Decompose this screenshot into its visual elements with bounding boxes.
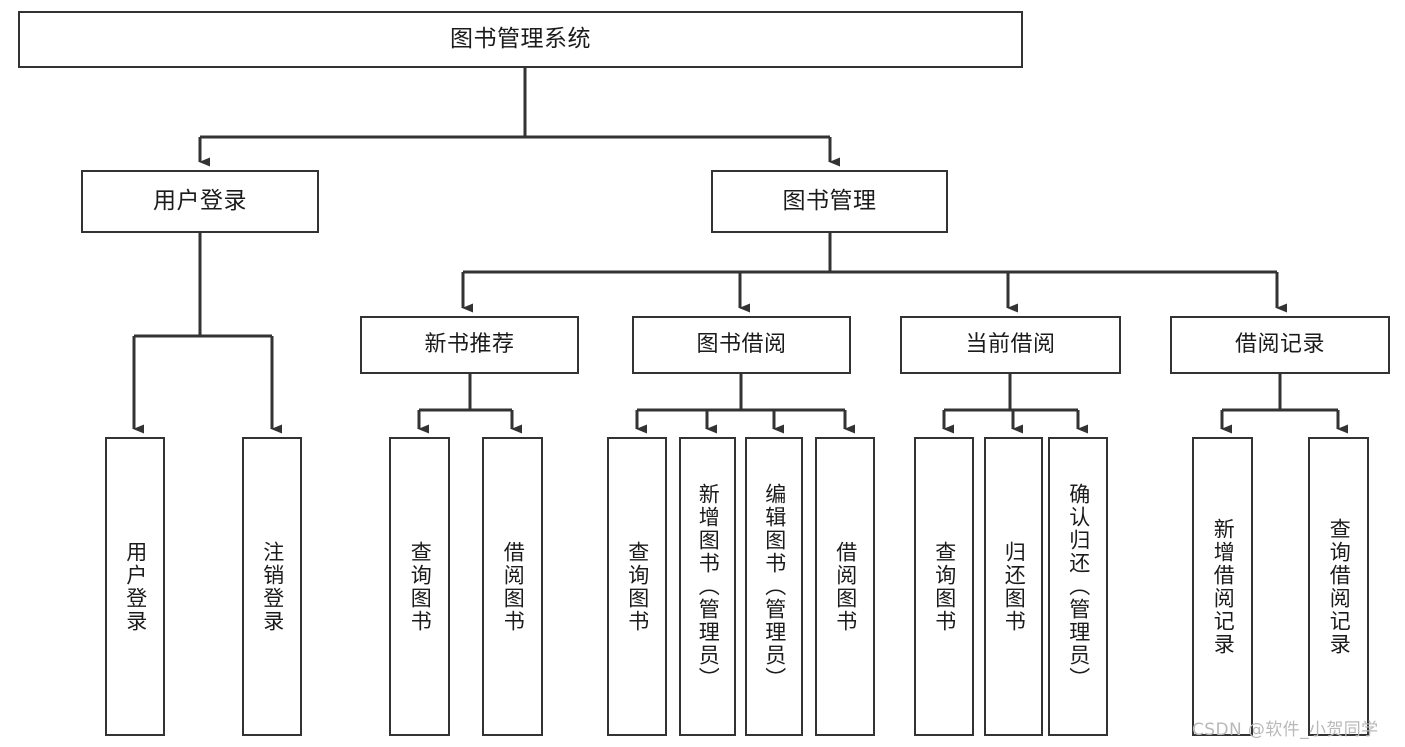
node-label: 查询图书: [932, 540, 957, 633]
node-label: 借阅记录: [1234, 331, 1325, 357]
node-leaf-edit-book-admin[interactable]: 编辑图书（管理员）: [745, 437, 803, 736]
csdn-watermark: CSDN @软件_小贺同学: [1192, 720, 1379, 740]
node-label: 当前借阅: [965, 331, 1056, 357]
node-book-management[interactable]: 图书管理: [711, 170, 948, 233]
node-leaf-add-book-admin[interactable]: 新增图书（管理员）: [679, 437, 736, 736]
node-leaf-return-book[interactable]: 归还图书: [984, 437, 1043, 736]
node-label: 新书推荐: [424, 331, 515, 357]
node-new-book-recommend[interactable]: 新书推荐: [360, 316, 579, 374]
node-leaf-query-book-current[interactable]: 查询图书: [914, 437, 974, 736]
node-borrow-record[interactable]: 借阅记录: [1170, 316, 1390, 374]
node-label: 新增图书（管理员）: [696, 483, 721, 690]
node-label: 注销登录: [260, 540, 285, 633]
node-leaf-user-login[interactable]: 用户登录: [105, 437, 165, 736]
node-label: 图书管理: [782, 187, 877, 214]
node-label: 用户登录: [123, 540, 148, 633]
node-leaf-confirm-return-admin[interactable]: 确认归还（管理员）: [1048, 437, 1108, 736]
node-leaf-add-borrow-record[interactable]: 新增借阅记录: [1192, 437, 1253, 736]
node-label: 新增借阅记录: [1211, 517, 1236, 656]
node-label: 图书借阅: [696, 331, 787, 357]
node-label: 用户登录: [153, 187, 247, 214]
node-current-borrow[interactable]: 当前借阅: [900, 316, 1121, 374]
node-label: 查询借阅记录: [1327, 517, 1352, 656]
node-root-system[interactable]: 图书管理系统: [18, 11, 1023, 68]
node-label: 借阅图书: [501, 540, 526, 633]
node-leaf-query-book-recommend[interactable]: 查询图书: [389, 437, 450, 736]
node-label: 借阅图书: [833, 540, 858, 633]
node-book-borrow[interactable]: 图书借阅: [632, 316, 851, 374]
node-label: 图书管理系统: [450, 25, 591, 52]
node-label: 查询图书: [408, 540, 433, 633]
node-leaf-query-borrow-record[interactable]: 查询借阅记录: [1308, 437, 1369, 736]
node-label: 查询图书: [625, 540, 650, 633]
node-label: 编辑图书（管理员）: [762, 483, 787, 690]
node-leaf-borrow-book-recommend[interactable]: 借阅图书: [482, 437, 543, 736]
node-leaf-logout-login[interactable]: 注销登录: [242, 437, 302, 736]
node-user-login[interactable]: 用户登录: [81, 170, 319, 233]
node-leaf-query-book-borrow[interactable]: 查询图书: [607, 437, 667, 736]
node-label: 确认归还（管理员）: [1066, 483, 1091, 690]
node-label: 归还图书: [1002, 540, 1027, 633]
node-leaf-borrow-book[interactable]: 借阅图书: [815, 437, 875, 736]
